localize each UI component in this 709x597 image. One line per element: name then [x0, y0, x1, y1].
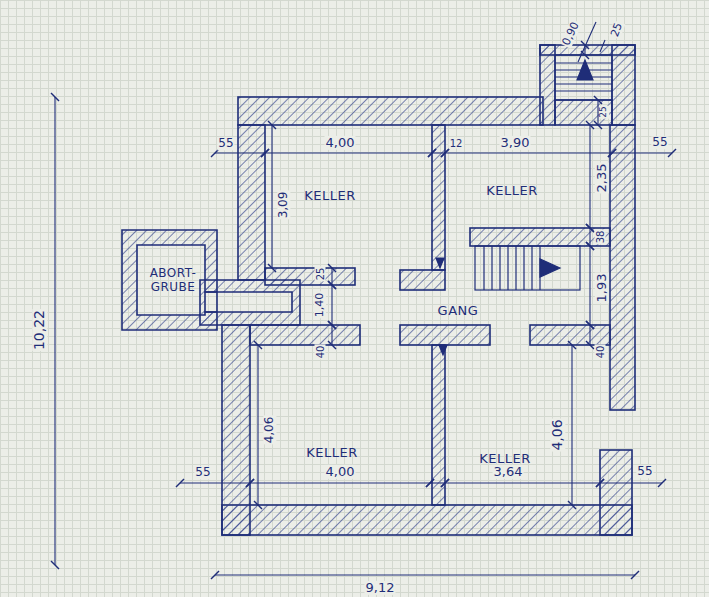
dimension-lines [432, 152, 445, 153]
stairs [555, 55, 612, 100]
walls [612, 45, 635, 125]
dimension-value: 12 [449, 138, 464, 149]
dimension-value: 3,64 [493, 465, 524, 479]
dimension-value: 25 [609, 20, 626, 39]
stairs [499, 246, 500, 290]
stairs [436, 55, 612, 355]
walls [400, 270, 445, 290]
walls [432, 345, 445, 505]
walls [400, 325, 490, 345]
dimension-lines [331, 325, 332, 345]
dimension-lines [271, 125, 272, 268]
dimension-lines [600, 482, 662, 483]
walls [610, 125, 635, 410]
dimension-value: 55 [217, 137, 234, 150]
walls [222, 505, 632, 535]
stairs [439, 345, 447, 355]
dimension-value: 3,09 [277, 191, 290, 220]
dimension-value: 55 [636, 465, 653, 478]
dimension-lines [589, 125, 590, 228]
dimension-value: 55 [651, 136, 668, 149]
stairs [491, 246, 492, 290]
walls [555, 100, 612, 125]
walls [238, 97, 543, 125]
dimension-value: 40 [315, 345, 326, 360]
walls [432, 125, 445, 270]
leader-lines [578, 22, 605, 62]
room-label: KELLER [302, 443, 361, 462]
dimension-value: 40 [595, 345, 606, 360]
dimension-lines [430, 482, 445, 483]
dimension-lines [331, 285, 332, 325]
stairs [531, 246, 532, 290]
dimension-lines [215, 152, 265, 153]
room-label: ABORT- GRUBE [140, 264, 206, 296]
dimension-value: 10,22 [32, 309, 47, 351]
dimension-lines [55, 45, 672, 575]
stairs [507, 246, 508, 290]
dimension-value: 3,90 [500, 136, 531, 150]
stairs [555, 90, 612, 91]
stairs [555, 83, 612, 84]
room-label: KELLER [482, 181, 541, 200]
room-name: KELLER [306, 445, 357, 460]
dimension-lines [54, 97, 55, 565]
dimension-lines [180, 482, 250, 483]
room-name: ABORT- GRUBE [144, 266, 202, 294]
dimension-lines [589, 228, 590, 246]
dimension-value: 4,00 [325, 465, 356, 479]
dimension-lines [612, 152, 672, 153]
stairs [515, 246, 516, 290]
dimension-lines [445, 482, 600, 483]
walls [222, 325, 250, 535]
dimension-value: 1,93 [595, 273, 609, 304]
room-name: GANG [438, 303, 479, 318]
dimension-value: 55 [194, 466, 211, 479]
leader-lines [578, 22, 596, 62]
room-name: KELLER [304, 188, 355, 203]
walls [250, 325, 360, 345]
dimension-lines [589, 246, 590, 325]
room-label: KELLER [300, 186, 359, 205]
dimension-lines [571, 345, 572, 505]
stairs [475, 246, 580, 290]
dimension-value: 2,35 [595, 163, 609, 194]
walls [540, 45, 555, 125]
dimension-lines [265, 152, 432, 153]
dimension-value: 0,90 [560, 19, 582, 48]
stairs [577, 60, 593, 80]
stairs [483, 246, 484, 290]
dimension-value: 25 [599, 105, 609, 118]
leader-lines [600, 40, 605, 52]
dimension-value: 9,12 [365, 581, 396, 595]
dimension-lines [331, 268, 332, 285]
dimension-lines [257, 345, 258, 505]
dimension-value: 1,40 [314, 292, 326, 319]
walls [122, 45, 635, 535]
stairs [436, 258, 444, 268]
room-name: KELLER [486, 183, 537, 198]
dimension-value: 4,06 [550, 418, 565, 451]
dimension-lines [589, 325, 590, 345]
stairs [523, 246, 524, 290]
dimension-value: 25 [315, 267, 326, 282]
dimension-lines [250, 482, 430, 483]
walls [470, 228, 610, 246]
room-label: GANG [434, 301, 483, 320]
room-name: KELLER [479, 451, 530, 466]
walls [530, 325, 610, 345]
dimension-value: 4,06 [263, 416, 276, 445]
stairs [540, 259, 560, 277]
dimension-value: 4,00 [325, 136, 356, 150]
dimension-lines [445, 152, 612, 153]
walls [200, 280, 300, 325]
dimension-lines [215, 574, 635, 575]
dimension-value: 38 [595, 230, 606, 245]
walls [238, 125, 265, 280]
